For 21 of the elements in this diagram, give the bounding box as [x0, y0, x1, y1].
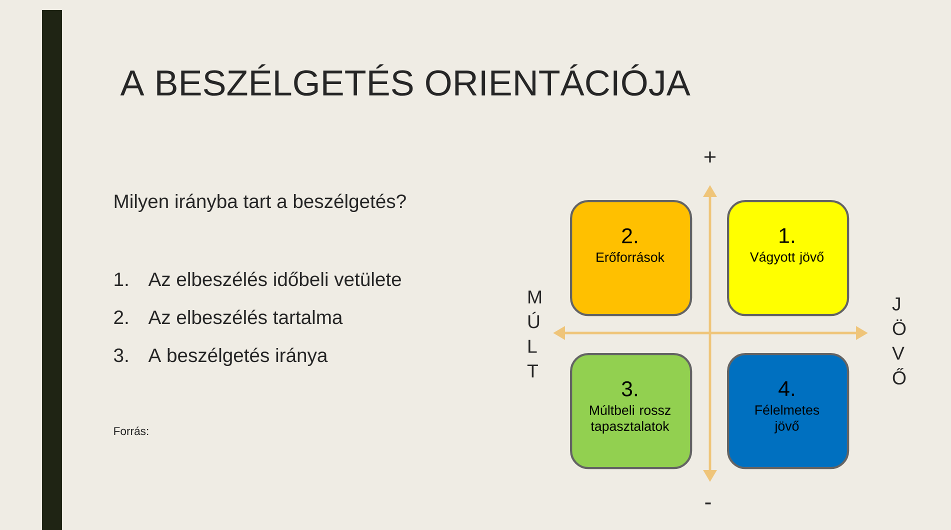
list-number: 2. — [114, 310, 128, 324]
list-number: 1. — [114, 272, 128, 286]
minus-sign: - — [705, 502, 711, 504]
quadrant-box — [727, 200, 850, 316]
list-item: Az elbeszélés tartalma — [148, 310, 343, 324]
list-number: 3. — [114, 348, 128, 362]
axis-label: M Ú L T — [527, 290, 542, 378]
axis-label: J Ö V Ő — [892, 297, 906, 384]
quadrant-label: 3. Múltbeli rossz tapasztalatok — [590, 381, 670, 434]
slide-title: A BESZÉLGETÉS ORIENTÁCIÓJA — [120, 64, 690, 96]
source-label: Forrás: — [114, 426, 148, 436]
quadrant-box — [570, 200, 692, 316]
quadrant-label: 4. Félelmetes jövő — [755, 381, 820, 434]
plus-sign: + — [704, 151, 716, 163]
list-item: Az elbeszélés időbeli vetülete — [148, 272, 401, 286]
quadrant-label: 1. Vágyott jövő — [750, 228, 824, 264]
quadrant-box — [727, 352, 850, 470]
quadrant-label: 2. Erőforrások — [596, 228, 664, 262]
list-item: A beszélgetés iránya — [148, 348, 328, 366]
question-text: Milyen irányba tart a beszélgetés? — [114, 194, 406, 212]
quadrant-box — [570, 352, 692, 470]
